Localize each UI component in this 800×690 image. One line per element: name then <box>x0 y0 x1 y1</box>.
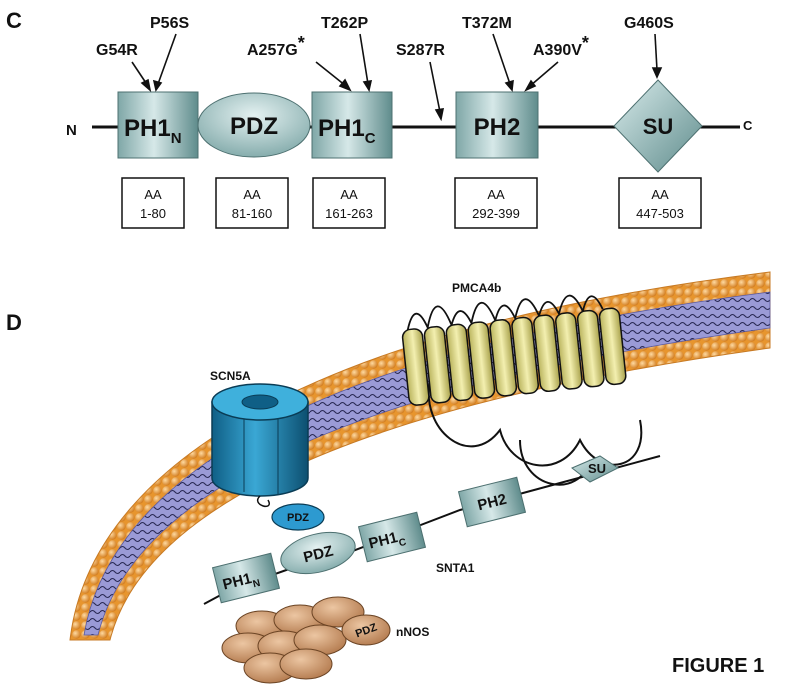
pmca4b-helix-4 <box>467 321 496 399</box>
aa-box-1-range: 1-80 <box>140 206 166 221</box>
mutation-a390v-label: A390V* <box>533 33 589 59</box>
arrow-a390v <box>529 61 559 87</box>
panel-label-d: D <box>6 310 22 335</box>
snta1-ph2-label: PH2 <box>476 491 508 515</box>
arrowhead-t372m <box>504 79 514 92</box>
aa-box-2-range: 81-160 <box>232 206 272 221</box>
snta1-ph2-box <box>457 476 527 528</box>
mutation-t262p-label: T262P <box>321 15 368 32</box>
arrow-a257g <box>315 61 347 87</box>
c-terminus-label: C <box>743 118 753 133</box>
pmca4b-helix-9 <box>576 309 605 388</box>
snta1-pdz-label: PDZ <box>302 543 335 567</box>
aa-box-4-range: 292-399 <box>472 206 520 221</box>
pmca4b-helix-5 <box>489 319 518 397</box>
aa-box-3-label: AA <box>340 187 358 202</box>
domain-su-diamond <box>613 79 703 173</box>
pmca4b-helix-10 <box>598 307 627 386</box>
pmca4b-extracellular-loops <box>406 294 604 331</box>
arrow-t262p <box>359 33 369 85</box>
snta1-ph1n: PH1N <box>211 552 281 604</box>
snta1-ph1c-label: PH1C <box>367 527 407 556</box>
scn5a-pdz-label: PDZ <box>287 512 309 524</box>
aa-box-3-range: 161-263 <box>325 206 373 221</box>
mutation-p56s-label: P56S <box>150 15 189 32</box>
scn5a-c-terminal-tail <box>257 495 271 508</box>
domain-ph1n-label: PH1N <box>124 115 182 147</box>
aa-range-boxes: AA 1-80 AA 81-160 AA 161-263 AA 292-399 … <box>121 177 702 229</box>
pmca4b-helices <box>401 294 627 406</box>
pmca4b-pump <box>401 294 627 406</box>
mutation-a257g-label: A257G* <box>247 33 305 59</box>
arrowhead-p56s <box>152 79 163 92</box>
pmca4b-helix-6 <box>511 316 540 395</box>
pmca4b-label: PMCA4b <box>452 281 501 295</box>
aa-box-5 <box>618 177 702 229</box>
panel-c: C N C PH1N PDZ PH1C PH2 SU P56S G54R A25… <box>6 8 753 229</box>
snta1-ph1n-label: PH1N <box>221 568 261 597</box>
pmca4b-cytoplasmic-loop <box>427 379 643 467</box>
scn5a-label: SCN5A <box>210 369 251 383</box>
n-terminus-label: N <box>66 122 77 139</box>
mutation-arrows <box>131 33 663 122</box>
pmca4b-helix-2 <box>423 325 452 404</box>
aa-box-5-range: 447-503 <box>636 206 684 221</box>
arrowhead-s287r <box>434 108 445 122</box>
aa-box-1 <box>121 177 185 229</box>
snta1-ph1n-box <box>211 552 281 604</box>
pmca4b-helix-1 <box>401 328 430 406</box>
arrow-g460s <box>654 33 658 71</box>
snta1-label: SNTA1 <box>436 561 475 575</box>
domain-ph2-box <box>455 91 539 159</box>
pmca4b-helix-7 <box>533 314 561 393</box>
snta1-pdz-ellipse <box>280 531 356 575</box>
domain-ph1c-box <box>311 91 393 159</box>
nnos-cluster: PDZ <box>221 596 391 684</box>
domain-ph1c-label: PH1C <box>318 115 376 147</box>
snta1-ph1c: PH1C <box>357 511 427 563</box>
arrowhead-g54r <box>140 78 152 93</box>
snta1-ph2: PH2 <box>457 476 527 528</box>
aa-box-4-label: AA <box>487 187 505 202</box>
nnos-pdz-subunit <box>341 614 391 646</box>
nnos-subunit-8 <box>279 648 333 680</box>
mutation-t372m-label: T372M <box>462 15 512 32</box>
figure-label: FIGURE 1 <box>672 655 764 677</box>
aa-box-4 <box>454 177 538 229</box>
pmca4b-helix-8 <box>555 312 583 390</box>
aa-box-5-label: AA <box>651 187 669 202</box>
domain-su-label: SU <box>643 114 674 139</box>
snta1-su-diamond <box>571 455 619 483</box>
aa-box-3 <box>312 177 386 229</box>
snta1-domains: PH1N PDZ PH1C PH2 SU <box>211 455 619 604</box>
arrowhead-a390v <box>524 79 537 92</box>
scn5a-channel: PDZ <box>211 383 325 531</box>
arrowhead-g460s <box>651 67 663 79</box>
aa-box-1-label: AA <box>144 187 162 202</box>
domain-pdz-ellipse <box>197 92 311 158</box>
snta1-ph1c-box <box>357 511 427 563</box>
arrow-p56s <box>157 33 177 85</box>
domain-ph2-label: PH2 <box>474 114 521 141</box>
arrowhead-a257g <box>338 78 352 92</box>
nnos-label: nNOS <box>396 625 429 639</box>
mutation-s287r-label: S287R <box>396 42 445 59</box>
panel-d: D PMCA4b <box>6 271 771 684</box>
snta1-su-label: SU <box>588 461 606 476</box>
pmca4b-helix-3 <box>445 323 474 402</box>
mutation-g460s-label: G460S <box>624 15 674 32</box>
mutation-g54r-label: G54R <box>96 42 138 59</box>
aa-box-2 <box>215 177 289 229</box>
scn5a-body <box>211 401 309 497</box>
panel-label-c: C <box>6 8 22 33</box>
scn5a-pdz-motif <box>271 503 325 531</box>
domain-pdz-label: PDZ <box>230 113 278 140</box>
arrow-t372m <box>492 33 511 85</box>
scn5a-pore <box>241 394 279 410</box>
aa-box-2-label: AA <box>243 187 261 202</box>
arrowhead-t262p <box>362 80 373 93</box>
arrow-s287r <box>429 61 441 113</box>
